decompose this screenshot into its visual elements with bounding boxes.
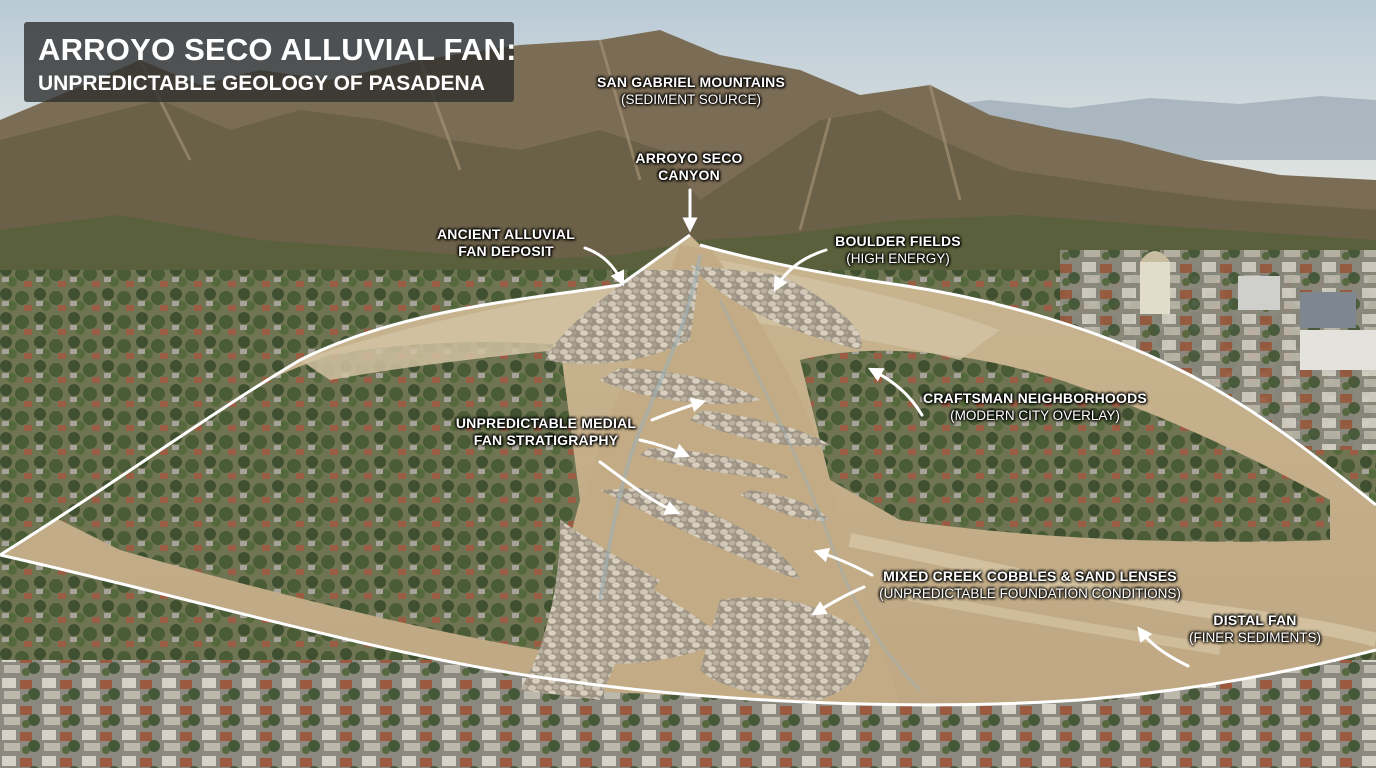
arrow-cobbles-2: [811, 585, 866, 616]
arrow-medial-1: [650, 397, 707, 422]
cobble-lens: [740, 490, 830, 521]
label-medial-line1: UNPREDICTABLE MEDIAL: [455, 415, 637, 431]
ridge-lines: [138, 39, 962, 231]
water-channel: [718, 299, 922, 692]
label-arroyo-seco-canyon: ARROYO SECO CANYON: [624, 150, 754, 184]
label-canyon-line2: CANYON: [658, 167, 720, 183]
distal-sand-streak: [879, 585, 1221, 655]
boulder-field: [690, 265, 862, 350]
subtitle: UNPREDICTABLE GEOLOGY OF PASADENA: [38, 72, 485, 95]
office-building: [1300, 292, 1356, 328]
cobble-lens: [600, 368, 760, 404]
label-cobbles-sub: (UNPREDICTABLE FOUNDATION CONDITIONS): [879, 586, 1181, 601]
fan-neighborhood-west: [40, 342, 580, 650]
city-hall-tower: [1140, 262, 1170, 314]
tall-building: [1238, 276, 1280, 310]
arrow-medial-3: [598, 460, 681, 515]
cobble-lens: [600, 488, 800, 580]
fan-neighborhood-east: [800, 350, 1330, 542]
city-hall-dome: [1140, 251, 1170, 262]
cobble-lens: [580, 560, 730, 664]
label-boulder-fields: BOULDER FIELDS (HIGH ENERGY): [826, 233, 970, 267]
label-san-gabriel-mountains: SAN GABRIEL MOUNTAINS (SEDIMENT SOURCE): [586, 74, 796, 108]
label-craftsman-main: CRAFTSMAN NEIGHBORHOODS: [923, 390, 1147, 406]
label-boulder-sub: (HIGH ENERGY): [846, 251, 950, 266]
arrow-distal-fan: [1137, 626, 1190, 668]
label-craftsman-sub: (MODERN CITY OVERLAY): [950, 408, 1120, 423]
arrow-boulder-fields: [773, 248, 828, 292]
label-mixed-creek-cobbles: MIXED CREEK COBBLES & SAND LENSES (UNPRE…: [860, 568, 1200, 602]
label-mountains-main: SAN GABRIEL MOUNTAINS: [596, 74, 786, 90]
label-mountains-sub: (SEDIMENT SOURCE): [620, 92, 761, 107]
label-craftsman-neighborhoods: CRAFTSMAN NEIGHBORHOODS (MODERN CITY OVE…: [922, 390, 1148, 424]
office-building: [1300, 330, 1376, 370]
label-canyon-line1: ARROYO SECO: [635, 150, 743, 166]
water-channel: [598, 254, 702, 601]
fan-outline: [0, 233, 1376, 707]
title-box: ARROYO SECO ALLUVIAL FAN: UNPREDICTABLE …: [24, 22, 517, 102]
ancient-deposit-surface: [300, 280, 660, 380]
arrow-ancient-deposit: [583, 246, 625, 287]
label-distal-main: DISTAL FAN: [1213, 612, 1297, 628]
main-title: ARROYO SECO ALLUVIAL FAN:: [38, 32, 517, 67]
label-ancient-line1: ANCIENT ALLUVIAL: [436, 226, 575, 242]
label-medial-line2: FAN STRATIGRAPHY: [473, 432, 619, 448]
label-boulder-main: BOULDER FIELDS: [835, 233, 961, 249]
label-medial-fan-stratigraphy: UNPREDICTABLE MEDIAL FAN STRATIGRAPHY: [448, 415, 644, 449]
arrow-medial-2: [638, 438, 691, 458]
cobble-lens: [690, 410, 830, 447]
label-ancient-alluvial-fan-deposit: ANCIENT ALLUVIAL FAN DEPOSIT: [426, 226, 586, 260]
label-distal-sub: (FINER SEDIMENTS): [1188, 630, 1321, 645]
label-ancient-line2: FAN DEPOSIT: [458, 243, 554, 259]
arrow-cobbles-1: [813, 547, 874, 577]
distal-sand-streak: [848, 533, 1376, 647]
arrow-craftsman: [868, 367, 924, 417]
cobble-lens: [700, 597, 870, 700]
label-distal-fan: DISTAL FAN (FINER SEDIMENTS): [1180, 612, 1330, 646]
cobble-lobe: [545, 270, 700, 364]
label-cobbles-main: MIXED CREEK COBBLES & SAND LENSES: [883, 568, 1177, 584]
